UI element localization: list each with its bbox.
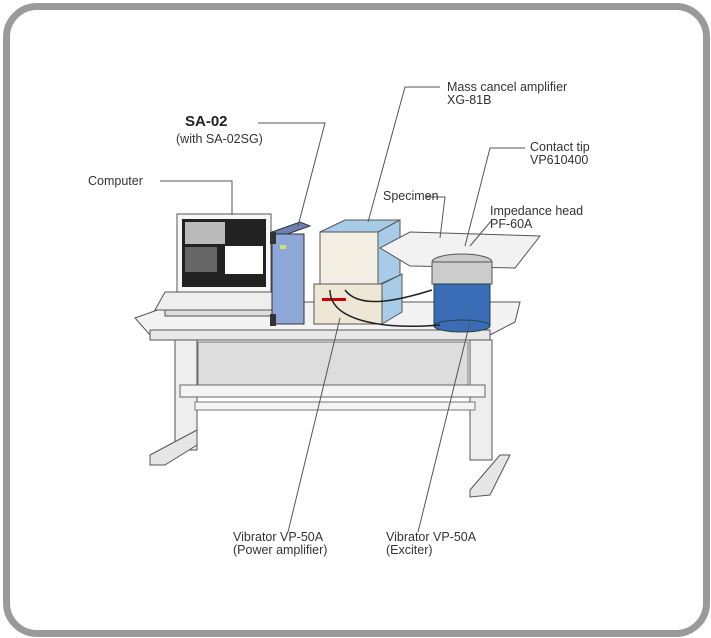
computer-label: Computer [88,174,143,188]
leader-lines [160,86,525,533]
vibrator-power-sublabel: (Power amplifier) [233,543,328,557]
mass-cancel-label: Mass cancel amplifier [447,80,568,94]
sa02-sublabel: (with SA-02SG) [176,132,263,146]
mass-cancel-model: XG-81B [447,93,492,107]
power-amplifier [313,273,403,325]
specimen-label: Specimen [383,189,439,203]
vibrator-power-label: Vibrator VP-50A [233,530,324,544]
contact-tip-model: VP610400 [530,153,589,167]
impedance-head-model: PF-60A [490,217,533,231]
exciter [378,231,542,333]
vibrator-exciter-sublabel: (Exciter) [386,543,433,557]
cable [329,289,441,327]
cable [344,289,433,303]
sa02-label: SA-02 [185,113,228,130]
contact-tip-label: Contact tip [530,140,590,154]
sa02-unit [270,221,312,326]
computer-laptop [154,213,286,317]
mass-cancel-amplifier [319,219,401,286]
vibrator-exciter-label: Vibrator VP-50A [386,530,477,544]
impedance-head-label: Impedance head [490,204,584,218]
